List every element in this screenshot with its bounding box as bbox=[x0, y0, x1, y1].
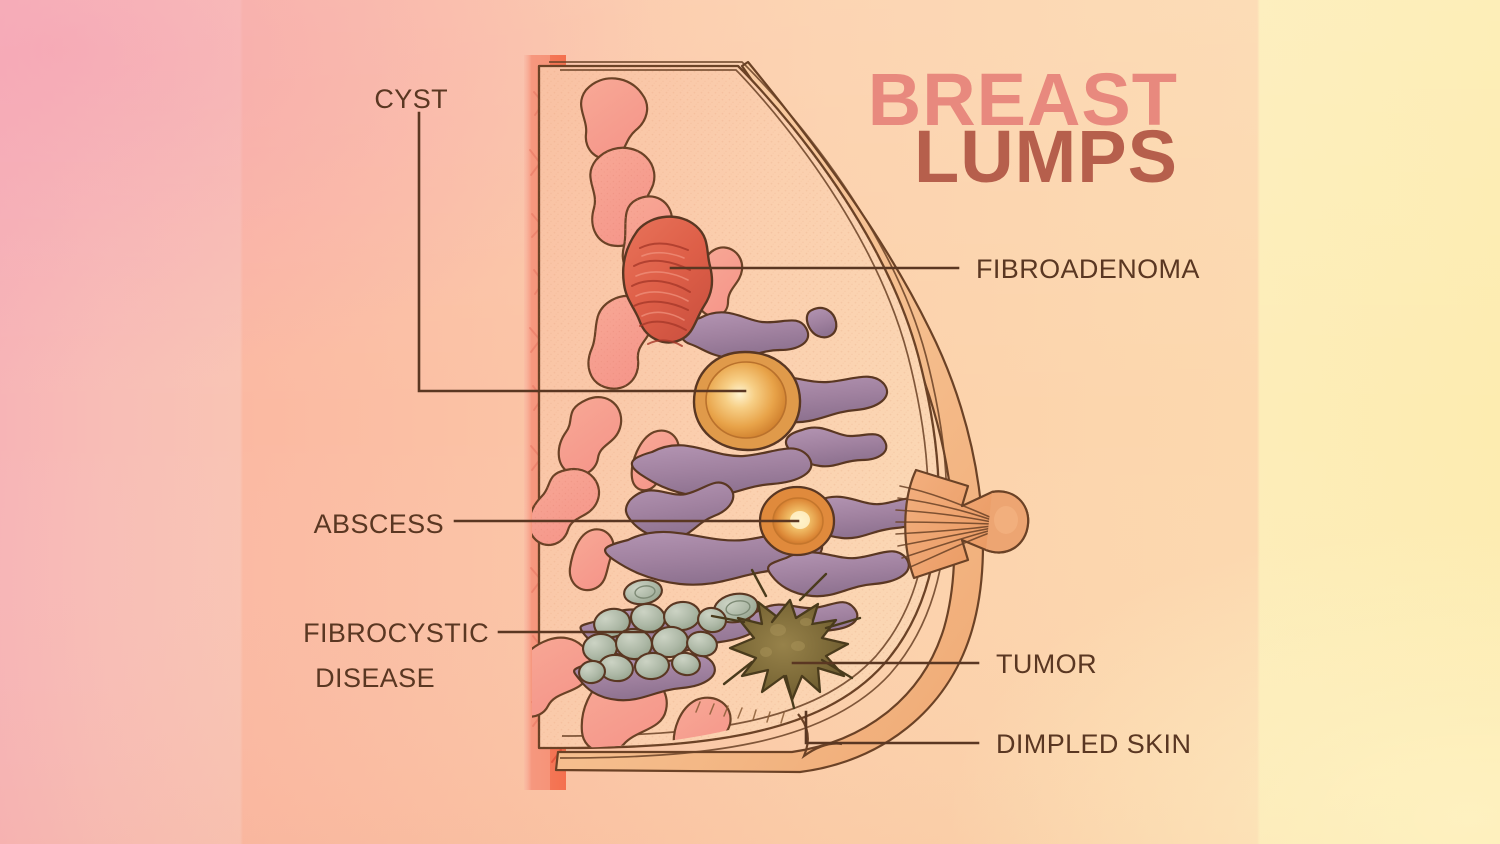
glandular-lobule-texture bbox=[532, 147, 655, 545]
title-block: BREAST LUMPS bbox=[868, 58, 1178, 198]
nipple bbox=[895, 468, 1030, 580]
cyst-mass bbox=[692, 350, 802, 452]
title-line-1: BREAST bbox=[868, 58, 1178, 141]
title-line-2: LUMPS bbox=[914, 115, 1178, 198]
tumor-mass bbox=[710, 568, 862, 710]
label-fibroadenoma[interactable]: FIBROADENOMA bbox=[976, 254, 1200, 284]
leader-dimpled bbox=[804, 710, 980, 745]
leader-cyst bbox=[417, 111, 747, 393]
lactiferous-ducts bbox=[895, 485, 993, 569]
label-tumor[interactable]: TUMOR bbox=[996, 649, 1097, 679]
leader-lines bbox=[417, 111, 980, 745]
lower-fat-pad bbox=[554, 60, 984, 774]
label-fibrocystic-line2[interactable]: DISEASE bbox=[315, 663, 435, 693]
label-dimpled-skin[interactable]: DIMPLED SKIN bbox=[996, 729, 1191, 759]
label-abscess[interactable]: ABSCESS bbox=[314, 509, 444, 539]
label-fibrocystic-line1[interactable]: FIBROCYSTIC bbox=[303, 618, 489, 648]
label-cyst[interactable]: CYST bbox=[374, 84, 448, 114]
label-group: CYST FIBROADENOMA ABSCESS FIBROCYSTIC DI… bbox=[303, 84, 1200, 759]
